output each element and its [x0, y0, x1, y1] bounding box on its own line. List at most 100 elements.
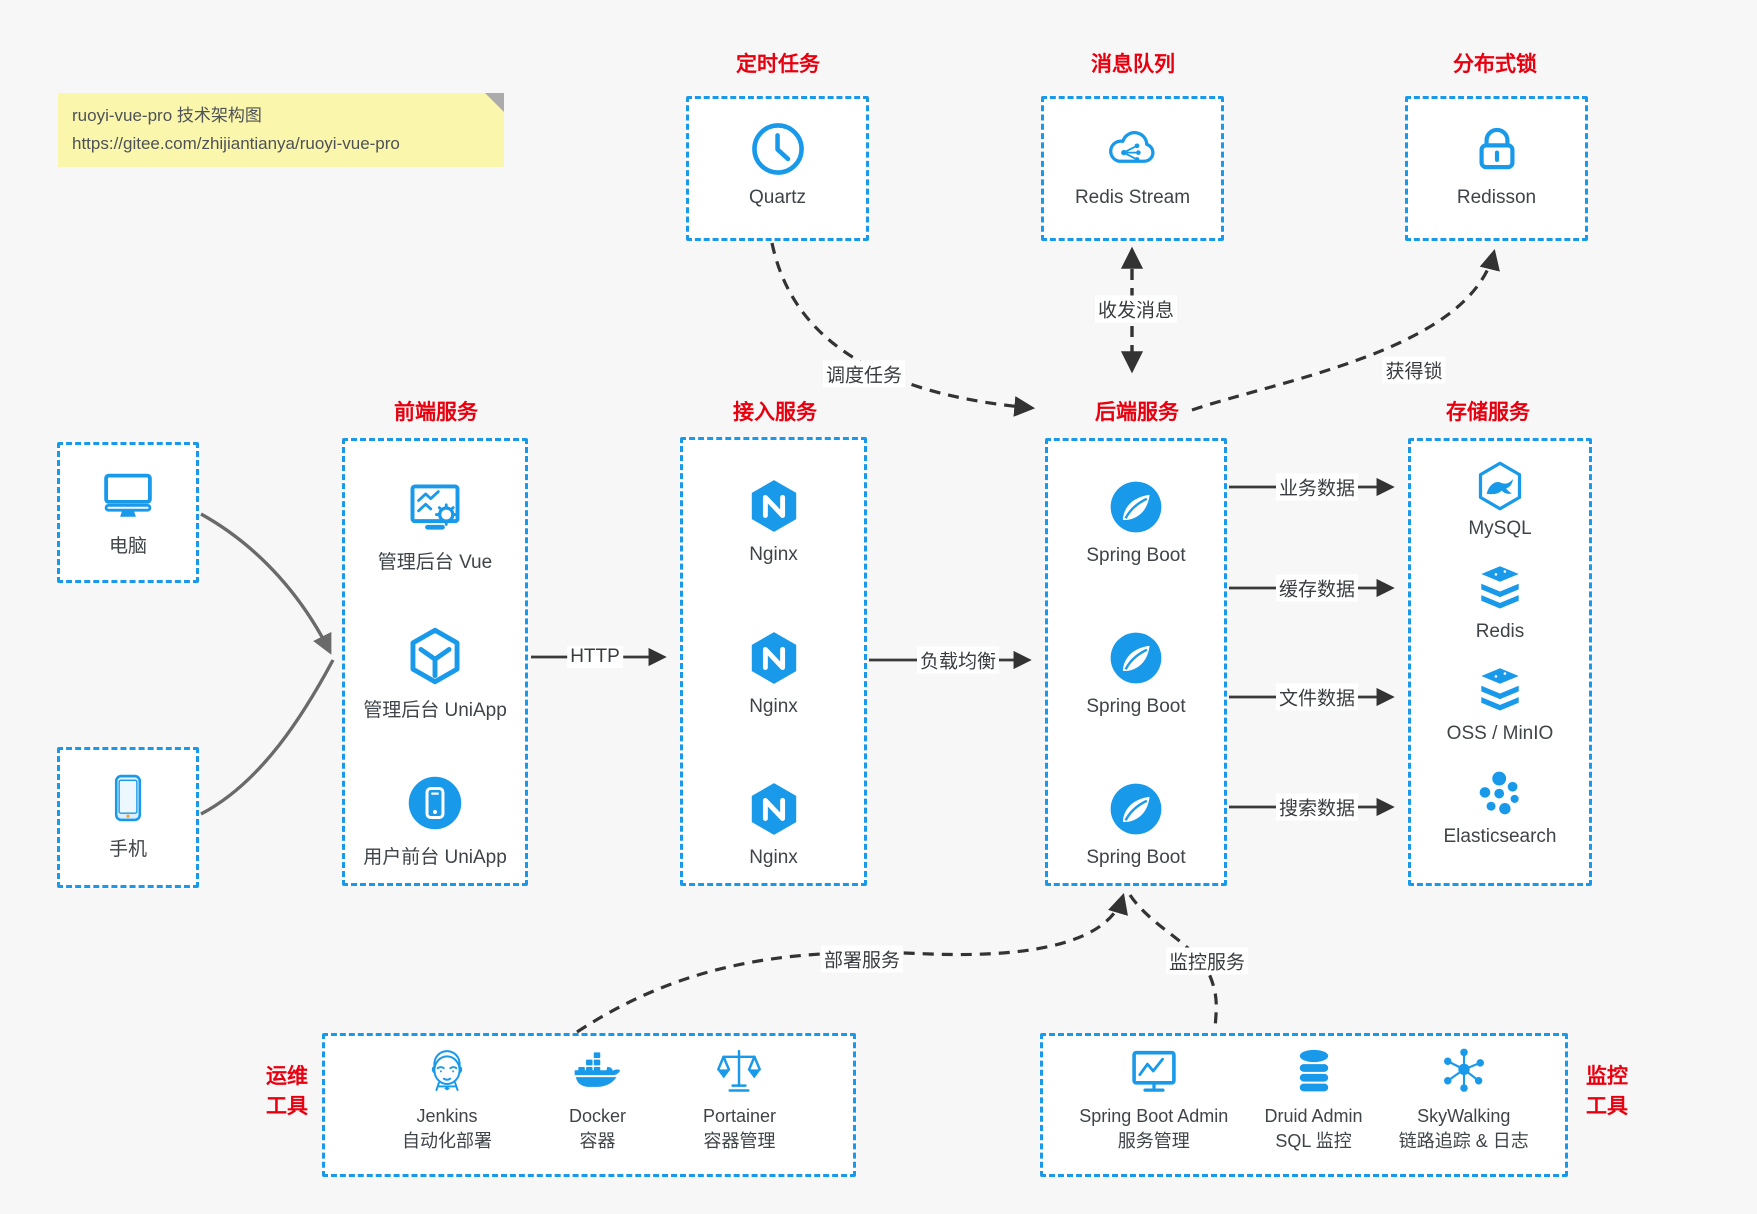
- node-redisson: Redisson: [1457, 120, 1536, 209]
- box-scheduler: Quartz: [686, 96, 869, 241]
- node-admin-vue: 管理后台 Vue: [378, 478, 492, 574]
- box-phone-client: 手机: [57, 747, 199, 888]
- node-label: 管理后台 Vue: [377, 552, 493, 573]
- group-title-monitoring: 监控 工具: [1586, 1065, 1628, 1119]
- mysql-icon: [1474, 460, 1526, 512]
- node-label: Redis Stream: [1074, 187, 1191, 208]
- node-spring-boot-3: Spring Boot: [1086, 780, 1186, 869]
- node-nginx-3: Nginx: [745, 780, 803, 869]
- node-label: Redisson: [1456, 187, 1537, 208]
- node-docker: Docker 容器: [569, 1045, 626, 1154]
- node-label: Spring Boot: [1086, 847, 1186, 868]
- admin-dashboard-icon: [405, 478, 465, 538]
- node-sublabel: 容器: [579, 1131, 616, 1151]
- docker-icon: [571, 1045, 623, 1097]
- node-mysql: MySQL: [1468, 460, 1532, 540]
- group-title-frontend: 前端服务: [394, 401, 478, 424]
- node-spring-boot-admin: Spring Boot Admin 服务管理: [1079, 1045, 1228, 1154]
- node-phone: 手机: [101, 771, 155, 861]
- node-label: Portainer: [702, 1106, 777, 1126]
- elasticsearch-icon: [1474, 768, 1526, 820]
- nginx-icon: [745, 629, 803, 687]
- group-title-lock: 分布式锁: [1453, 53, 1537, 76]
- node-label: 管理后台 UniApp: [363, 699, 507, 721]
- box-monitoring: Spring Boot Admin 服务管理 Druid Admin SQL 监…: [1040, 1033, 1568, 1177]
- oss-minio-icon: [1474, 665, 1526, 717]
- cloud-mq-icon: [1103, 120, 1161, 178]
- edge-label-file-data: 文件数据: [1275, 683, 1359, 711]
- node-label: Nginx: [749, 847, 798, 868]
- node-label: SkyWalking: [1417, 1106, 1511, 1126]
- edge-label-business-data: 业务数据: [1275, 473, 1359, 501]
- note-fold-corner: [485, 93, 504, 112]
- note-url: https://gitee.com/zhijiantianya/ruoyi-vu…: [72, 134, 400, 154]
- edge-label-cache-data: 缓存数据: [1275, 574, 1359, 602]
- box-gateway: Nginx Nginx Nginx: [680, 437, 867, 886]
- node-sublabel: 服务管理: [1117, 1131, 1190, 1151]
- node-label: Spring Boot: [1086, 696, 1186, 717]
- node-sublabel: 自动化部署: [401, 1131, 492, 1151]
- edge-deploy-service: [576, 893, 1128, 1034]
- box-mq: Redis Stream: [1041, 96, 1224, 241]
- node-pc: 电脑: [100, 466, 156, 558]
- node-admin-uniapp: 管理后台 UniApp: [363, 626, 507, 722]
- node-nginx-1: Nginx: [745, 477, 803, 566]
- edge-label-deploy-service: 部署服务: [820, 945, 904, 973]
- edge-acquire-lock: [1191, 248, 1500, 412]
- node-skywalking: SkyWalking 链路追踪 & 日志: [1399, 1045, 1529, 1154]
- box-backend: Spring Boot Spring Boot Spring Boot: [1045, 438, 1227, 886]
- edge-label-http: HTTP: [567, 646, 623, 668]
- spring-boot-icon: [1107, 478, 1165, 536]
- phone-icon: [101, 771, 155, 825]
- node-user-uniapp: 用户前台 UniApp: [363, 773, 507, 869]
- node-oss-minio: OSS / MinIO: [1447, 665, 1553, 745]
- node-label: 手机: [108, 839, 147, 860]
- nginx-icon: [745, 780, 803, 838]
- box-lock: Redisson: [1405, 96, 1588, 241]
- skywalking-icon: [1438, 1045, 1490, 1097]
- spring-boot-admin-icon: [1128, 1045, 1180, 1097]
- edge-phone-to-frontend: [200, 659, 335, 816]
- node-elasticsearch: Elasticsearch: [1444, 768, 1557, 848]
- edge-label-monitor-service: 监控服务: [1165, 947, 1249, 975]
- node-label: Quartz: [748, 187, 807, 208]
- jenkins-icon: [421, 1045, 473, 1097]
- box-devops: Jenkins 自动化部署 Docker 容器 Portainer 容器管理: [322, 1033, 856, 1177]
- node-spring-boot-1: Spring Boot: [1086, 478, 1186, 567]
- group-title-gateway: 接入服务: [733, 401, 817, 424]
- node-label: Elasticsearch: [1443, 825, 1557, 847]
- edge-pc-to-frontend: [200, 512, 332, 655]
- mobile-app-icon: [405, 773, 465, 833]
- node-label: Spring Boot Admin: [1079, 1106, 1229, 1126]
- node-sublabel: 容器管理: [703, 1131, 776, 1151]
- node-redis: Redis: [1474, 563, 1526, 643]
- node-sublabel: SQL 监控: [1275, 1131, 1352, 1151]
- edge-label-search-data: 搜索数据: [1275, 793, 1359, 821]
- group-title-devops: 运维 工具: [266, 1065, 308, 1119]
- clock-icon: [749, 120, 807, 178]
- druid-admin-icon: [1288, 1045, 1340, 1097]
- edge-label-schedule-task: 调度任务: [822, 360, 906, 388]
- spring-boot-icon: [1107, 780, 1165, 838]
- node-portainer: Portainer 容器管理: [703, 1045, 776, 1154]
- edge-label-acquire-lock: 获得锁: [1382, 356, 1446, 384]
- node-nginx-2: Nginx: [745, 629, 803, 718]
- node-label: 用户前台 UniApp: [363, 847, 507, 868]
- edge-label-load-balance: 负载均衡: [916, 646, 1000, 674]
- node-label: Druid Admin: [1264, 1106, 1363, 1126]
- desktop-icon: [100, 466, 156, 522]
- portainer-icon: [713, 1045, 765, 1097]
- node-redis-stream: Redis Stream: [1075, 120, 1190, 209]
- sticky-note: ruoyi-vue-pro 技术架构图 https://gitee.com/zh…: [58, 93, 504, 167]
- lock-icon: [1468, 120, 1526, 178]
- node-label: Redis: [1475, 620, 1525, 642]
- group-title-storage: 存储服务: [1446, 401, 1530, 424]
- box-storage: MySQL Redis OSS / MinIO Elasticsearch: [1408, 438, 1592, 886]
- node-quartz: Quartz: [749, 120, 807, 209]
- spring-boot-icon: [1107, 629, 1165, 687]
- group-title-scheduler: 定时任务: [736, 53, 820, 76]
- node-jenkins: Jenkins 自动化部署: [402, 1045, 492, 1154]
- node-sublabel: 链路追踪 & 日志: [1398, 1131, 1529, 1151]
- node-druid-admin: Druid Admin SQL 监控: [1265, 1045, 1363, 1154]
